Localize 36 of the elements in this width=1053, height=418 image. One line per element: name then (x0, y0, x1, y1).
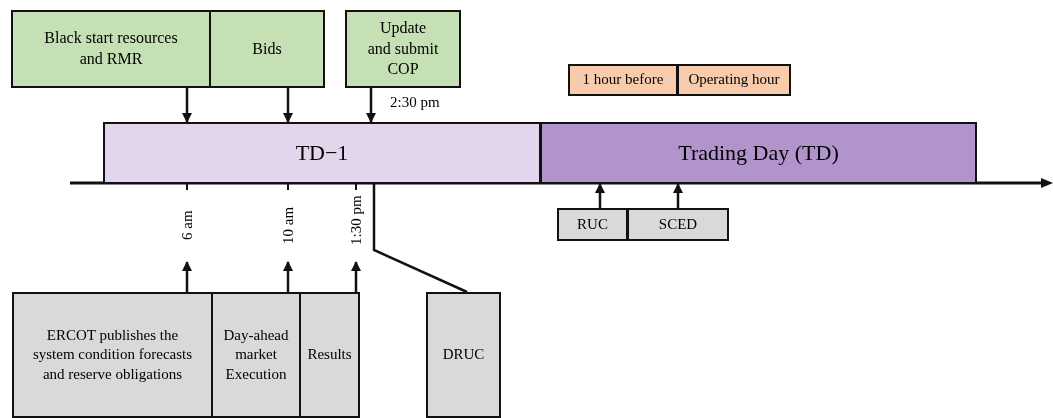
connector-line (372, 184, 468, 294)
arrow (595, 183, 605, 208)
process-box (299, 292, 360, 418)
process-box (211, 292, 301, 418)
arrow (366, 88, 376, 123)
box-label: Update and submit COP (367, 17, 439, 80)
arrow (182, 88, 192, 123)
arrow (182, 261, 192, 292)
process-box (12, 292, 213, 418)
process-box (627, 208, 729, 241)
day-band (540, 122, 977, 184)
arrow (351, 261, 361, 292)
box-label: Bids (252, 38, 282, 59)
activity-box (345, 10, 461, 88)
day-band (103, 122, 541, 184)
arrow (283, 88, 293, 123)
process-box (557, 208, 628, 241)
arrow (673, 183, 683, 208)
box-label: Day-ahead market Execution (222, 325, 290, 384)
box-label: Results (307, 345, 352, 365)
activity-box (11, 10, 211, 88)
box-label: ERCOT publishes the system condition forecasts and reserve obligations (31, 325, 194, 384)
box-label: SCED (658, 214, 698, 234)
period-box (568, 64, 678, 96)
box-label: DRUC (442, 345, 485, 365)
box-label: TD−1 (295, 138, 349, 167)
time-label: 2:30 pm (390, 94, 440, 111)
arrow (283, 261, 293, 292)
box-label: Trading Day (TD) (678, 138, 839, 167)
box-label: Black start resources and RMR (43, 28, 179, 69)
activity-box (209, 10, 325, 88)
box-label: RUC (577, 214, 608, 234)
process-box (426, 292, 501, 418)
period-box (677, 64, 791, 96)
box-label: 1 hour before (582, 70, 664, 90)
box-label: Operating hour (688, 70, 780, 90)
